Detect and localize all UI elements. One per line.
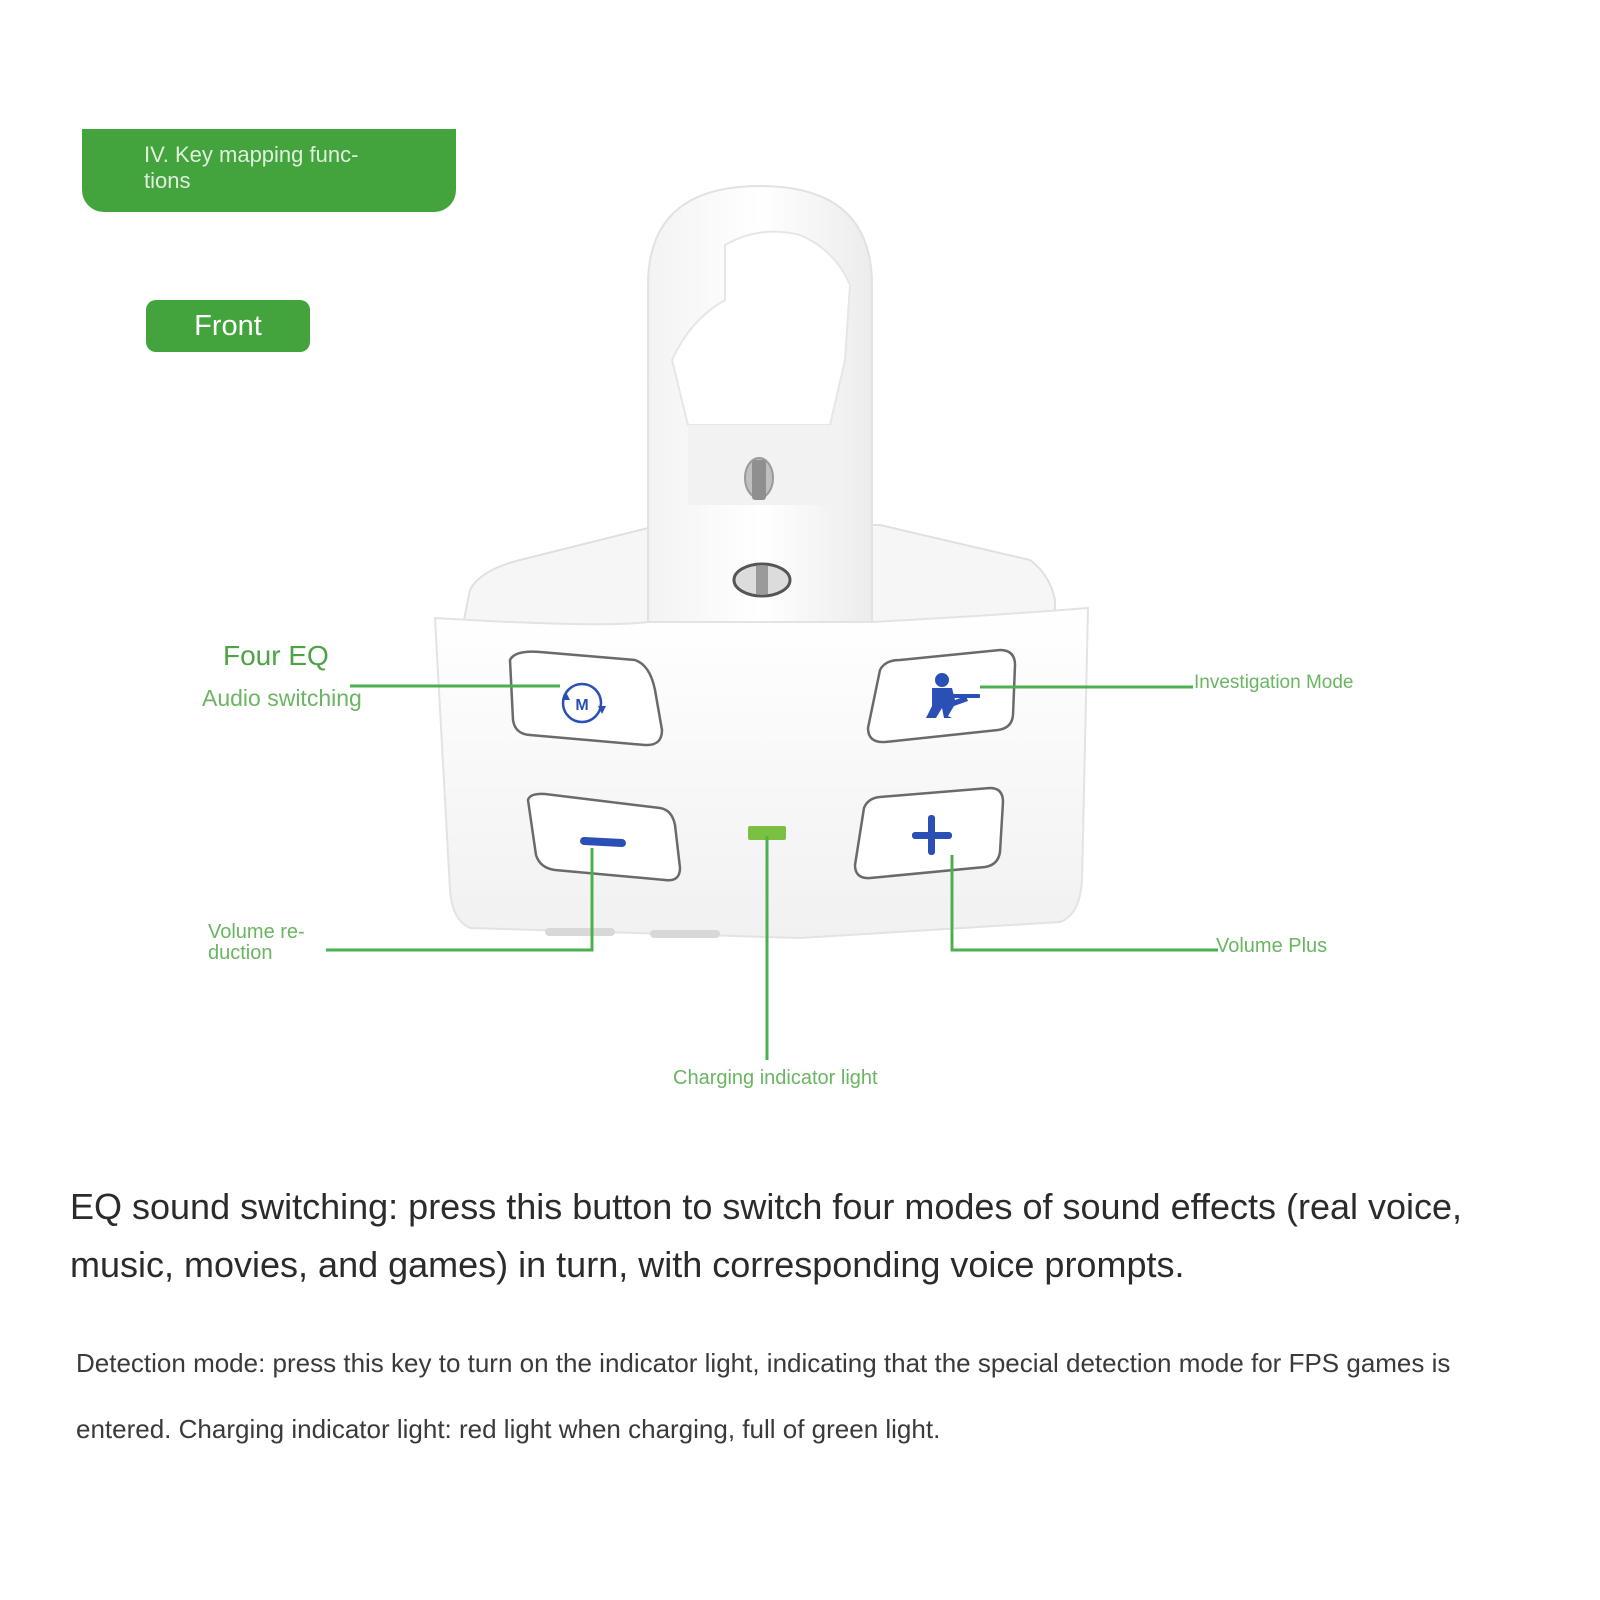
label-investigation-mode: Investigation Mode xyxy=(1194,672,1354,693)
callout-line-volume-up xyxy=(950,855,1218,952)
front-badge: Front xyxy=(146,300,310,352)
investigation-mode-button xyxy=(866,648,1017,744)
description-detection: Detection mode: press this key to turn o… xyxy=(76,1348,1451,1444)
label-volume-plus: Volume Plus xyxy=(1216,935,1328,957)
label-audio-switching: Audio switching xyxy=(202,685,362,711)
device-clip-cutout xyxy=(670,230,852,426)
label-four-eq: Four EQ xyxy=(223,640,329,671)
eq-mode-icon xyxy=(561,682,603,724)
soldier-icon xyxy=(926,673,980,718)
eq-mode-button: M xyxy=(508,650,664,747)
section-header-banner xyxy=(82,129,456,212)
label-volume-reduction: Volume re-duction xyxy=(208,921,305,964)
charging-led xyxy=(748,826,786,840)
label-charging-indicator: Charging indicator light xyxy=(673,1067,878,1089)
section-header-title: IV. Key mapping func-tions xyxy=(144,142,359,193)
volume-down-button xyxy=(526,792,682,882)
volume-up-button xyxy=(853,786,1005,880)
plus-icon xyxy=(912,815,952,855)
eq-mode-icon-text: M xyxy=(575,697,588,714)
description-eq: EQ sound switching: press this button to… xyxy=(70,1186,1463,1285)
callout-line-volume-down xyxy=(326,848,594,952)
callout-lines xyxy=(326,684,1218,1060)
minus-icon xyxy=(580,837,626,847)
